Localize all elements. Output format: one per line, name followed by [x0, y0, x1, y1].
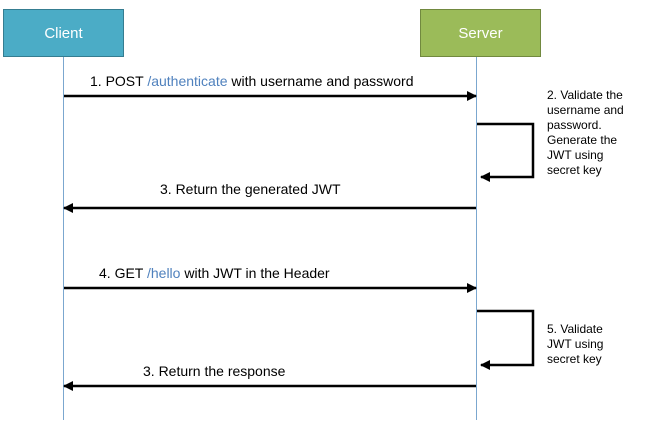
note-2-line: 5. Validate — [547, 322, 603, 336]
note-1-line: secret key — [547, 163, 602, 177]
message-3-suffix: with JWT in the Header — [180, 265, 330, 281]
message-3-label: 4. GET /hello with JWT in the Header — [99, 265, 330, 281]
self-call-2-arrow — [477, 309, 535, 370]
message-2-text: 3. Return the generated JWT — [160, 181, 341, 197]
message-4-text: 3. Return the response — [143, 363, 286, 379]
client-actor-box: Client — [3, 9, 124, 57]
message-4-label: 3. Return the response — [143, 363, 285, 379]
note-1-line: 2. Validate the — [547, 88, 623, 102]
note-2-line: JWT using — [547, 337, 604, 351]
message-3-method: 4. GET — [99, 265, 147, 281]
server-actor-box: Server — [420, 9, 541, 57]
message-1-suffix: with username and password — [227, 73, 414, 89]
message-3-path: /hello — [146, 265, 181, 281]
client-actor-label: Client — [44, 24, 83, 42]
note-2-line: secret key — [547, 352, 602, 366]
message-1-method: 1. POST — [90, 73, 148, 89]
message-1-label: 1. POST /authenticate with username and … — [90, 73, 414, 89]
note-validate-jwt: 5. Validate JWT using secret key — [547, 322, 603, 367]
server-actor-label: Server — [458, 24, 503, 42]
note-1-line: username and — [547, 103, 624, 117]
self-call-1-arrow — [477, 122, 535, 182]
note-1-line: password. — [547, 118, 602, 132]
note-validate-credentials: 2. Validate the username and password. G… — [547, 88, 624, 178]
message-2-label: 3. Return the generated JWT — [160, 181, 341, 197]
server-lifeline — [476, 57, 477, 420]
note-1-line: JWT using — [547, 148, 604, 162]
message-1-path: /authenticate — [147, 73, 228, 89]
client-lifeline — [63, 57, 64, 420]
note-1-line: Generate the — [547, 133, 618, 147]
